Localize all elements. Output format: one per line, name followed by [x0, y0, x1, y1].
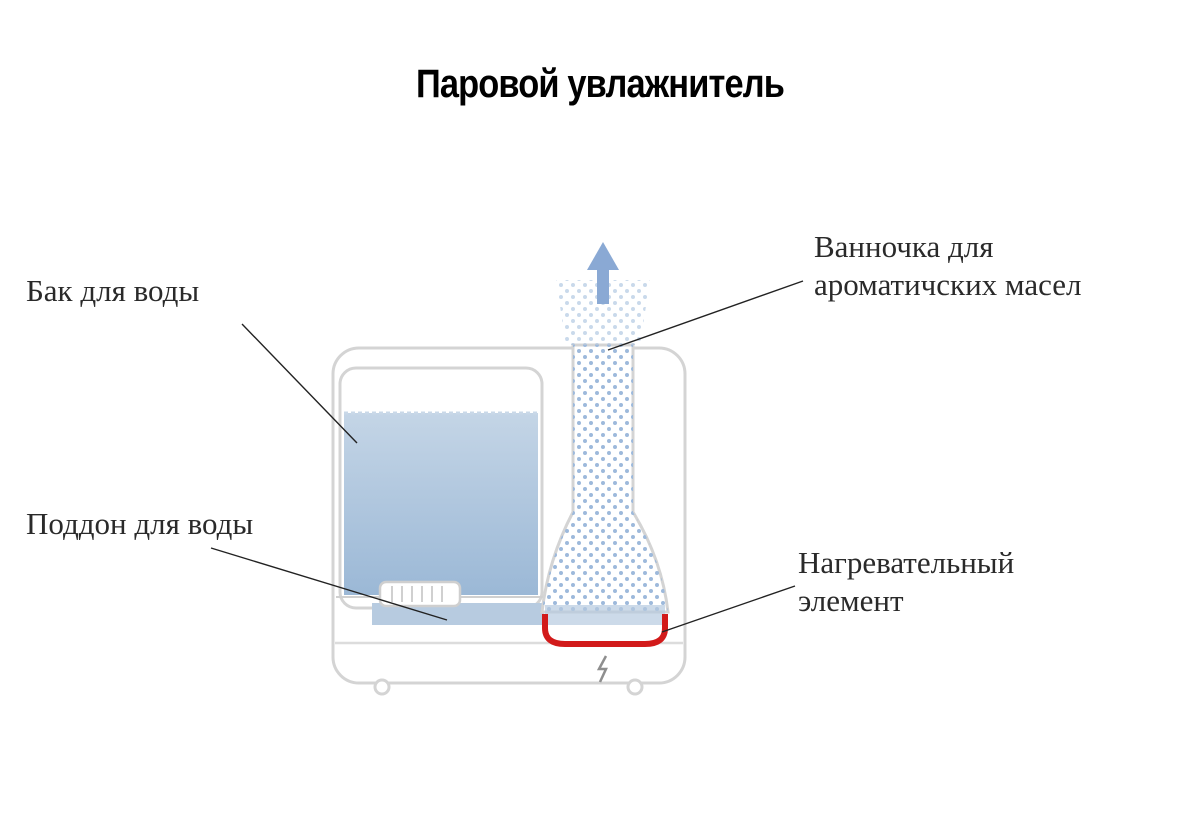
lightning-icon	[596, 655, 608, 683]
page-title: Паровой увлажнитель	[415, 62, 785, 106]
label-heater: Нагревательный элемент	[798, 544, 1014, 620]
label-heater-line1: Нагревательный	[798, 545, 1015, 580]
label-aroma-tray-line1: Ванночка для	[814, 229, 994, 264]
leader-line-water-tray	[210, 547, 448, 621]
label-aroma-tray: Ванночка для ароматичских масел	[814, 228, 1081, 304]
water-tank	[338, 366, 544, 610]
arrow-up-icon	[587, 242, 619, 304]
leader-line-water-tank	[241, 323, 358, 444]
heating-element	[542, 614, 668, 647]
label-water-tank: Бак для воды	[26, 273, 200, 308]
leader-line-aroma-tray	[607, 280, 804, 351]
steam-tube	[540, 343, 670, 625]
label-aroma-tray-line2: ароматичских масел	[814, 267, 1082, 302]
leader-line-heater	[661, 585, 796, 633]
label-heater-line2: элемент	[798, 583, 904, 618]
label-water-tray: Поддон для воды	[26, 506, 254, 541]
